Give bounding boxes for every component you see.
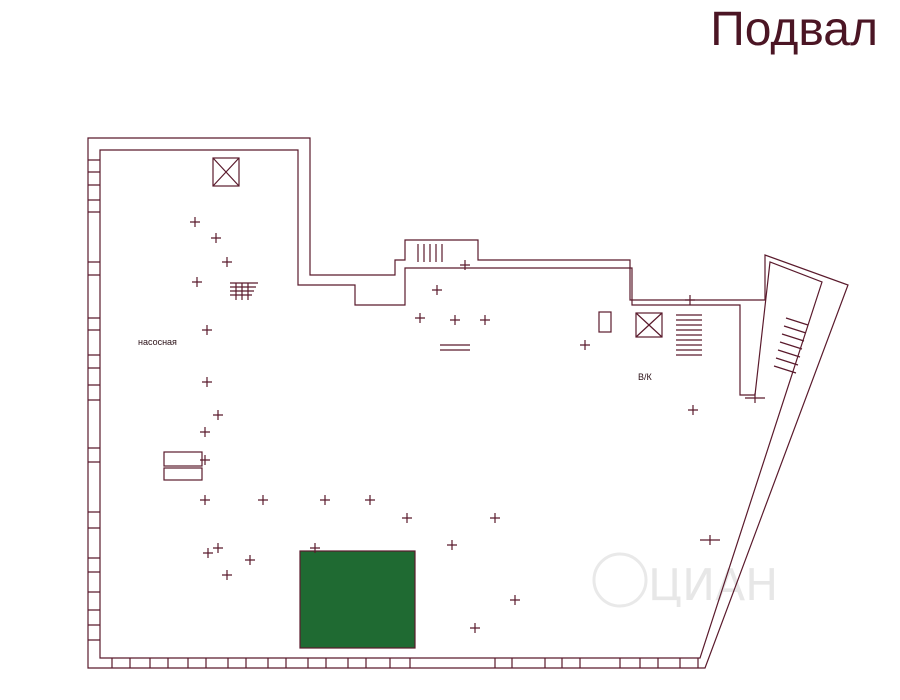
room-c-stair [415, 340, 470, 355]
room-w-1[interactable] [110, 242, 194, 300]
room-n-1[interactable] [437, 272, 495, 312]
building-outline [87, 137, 849, 669]
rooms: насосная В/К [108, 152, 810, 650]
inner-wall [99, 149, 823, 659]
room-c-3[interactable] [480, 310, 590, 408]
stairs-ne-box [770, 310, 810, 390]
room-e-small-1[interactable] [673, 368, 705, 386]
room-c-4[interactable] [592, 310, 622, 390]
elevator-box-2 [635, 312, 663, 338]
label-wc: В/К [638, 372, 653, 382]
room-c-2[interactable] [300, 310, 420, 408]
floor-title: Подвал [710, 3, 878, 56]
room-c-1[interactable] [248, 310, 306, 408]
hall-central [416, 355, 492, 498]
elevator-box-1 [212, 157, 240, 187]
stairs-ne [773, 317, 809, 374]
room-sw-2[interactable] [212, 578, 248, 650]
stairs-c [440, 344, 470, 351]
room-n-5[interactable] [587, 270, 624, 303]
outer-wall [87, 137, 849, 669]
stairs-n [417, 244, 443, 262]
room-w-4-sub-1 [163, 451, 203, 467]
room-c-5[interactable] [238, 418, 282, 498]
door-ticks [190, 217, 765, 633]
room-w-4-sub-2 [163, 467, 203, 481]
label-pump-room: насосная [138, 337, 177, 347]
room-e-1[interactable] [708, 308, 750, 398]
room-nw-2[interactable] [205, 152, 296, 240]
highlighted-room[interactable] [299, 550, 416, 649]
watermark-text: ЦИАН [648, 560, 778, 611]
room-n-3[interactable] [500, 270, 540, 318]
room-w-4[interactable] [108, 412, 202, 480]
elevator-cross-2 [635, 312, 663, 338]
window-marks [88, 159, 699, 668]
door-markers [88, 159, 765, 668]
room-c-6[interactable] [285, 400, 345, 498]
room-e-small-2[interactable] [673, 390, 705, 412]
elevator-cross-1 [212, 157, 240, 187]
stairs-e-box [673, 308, 705, 366]
room-s-2[interactable] [485, 545, 515, 617]
room-c-7[interactable] [348, 418, 404, 498]
room-s-1[interactable] [428, 550, 474, 650]
room-w-3[interactable] [110, 372, 203, 410]
watermark-logo-icon [592, 552, 648, 608]
stairs-e [676, 314, 702, 356]
room-sw-3[interactable] [250, 550, 296, 650]
room-n-2[interactable] [357, 275, 405, 300]
stairs-w [230, 282, 258, 300]
room-nw-1[interactable] [110, 152, 194, 235]
corridor-e [498, 395, 760, 528]
room-w-5[interactable] [108, 485, 202, 532]
room-sw-1[interactable] [108, 550, 208, 650]
room-n-4[interactable] [546, 270, 583, 303]
watermark: ЦИАН [592, 552, 778, 611]
stair-small [598, 311, 612, 333]
room-stair-w [228, 248, 296, 300]
room-e-large[interactable] [498, 400, 742, 500]
